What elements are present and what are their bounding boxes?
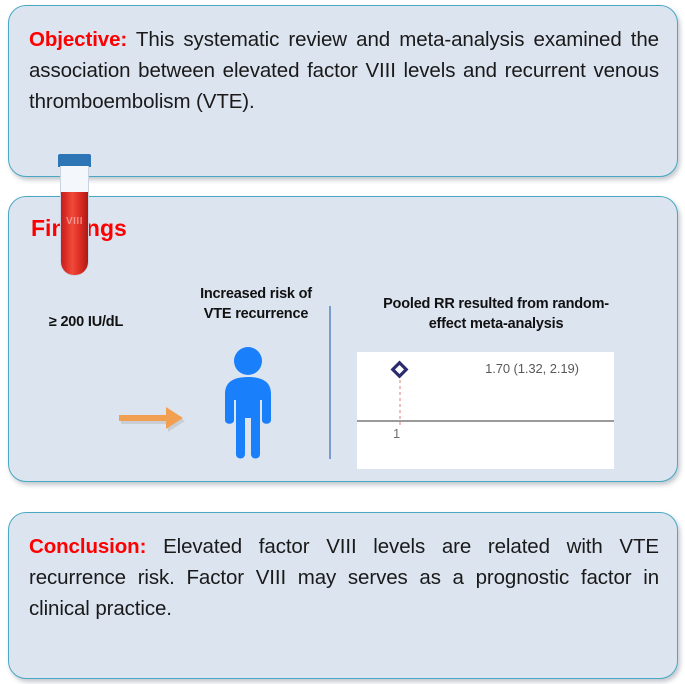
objective-label: Objective: <box>29 28 128 51</box>
null-reference-line <box>399 368 401 426</box>
tube-blood-label: VIII <box>65 216 83 227</box>
pooled-estimate-diamond <box>390 360 409 379</box>
outcome-label: Increased risk of VTE recurrence <box>200 286 312 322</box>
tube-blood: VIII <box>61 192 88 275</box>
findings-divider <box>329 306 331 459</box>
forest-plot: 1.70 (1.32, 2.19) 1 <box>357 352 614 469</box>
pooled-estimate-label: 1.70 (1.32, 2.19) <box>485 361 579 376</box>
objective-panel: Objective: This systematic review and me… <box>8 5 678 177</box>
exposure-threshold-label: ≥ 200 IU/dL <box>48 314 124 330</box>
objective-body: This systematic review and meta-analysis… <box>29 28 659 114</box>
tube-cap <box>58 154 91 167</box>
conclusion-panel: Conclusion: Elevated factor VIII levels … <box>8 512 678 679</box>
conclusion-label: Conclusion: <box>29 535 147 558</box>
forest-plot-caption: Pooled RR resulted from random-effect me… <box>383 296 609 332</box>
axis-tick-1: 1 <box>393 426 401 441</box>
forest-axis-line <box>357 420 614 422</box>
blood-tube-icon: VIII <box>57 154 92 276</box>
objective-text-block: Objective: This systematic review and me… <box>29 24 659 117</box>
right-arrow-icon <box>119 407 185 432</box>
person-icon <box>225 347 271 459</box>
conclusion-body: Elevated factor VIII levels are related … <box>29 535 659 621</box>
conclusion-text-block: Conclusion: Elevated factor VIII levels … <box>29 531 659 624</box>
